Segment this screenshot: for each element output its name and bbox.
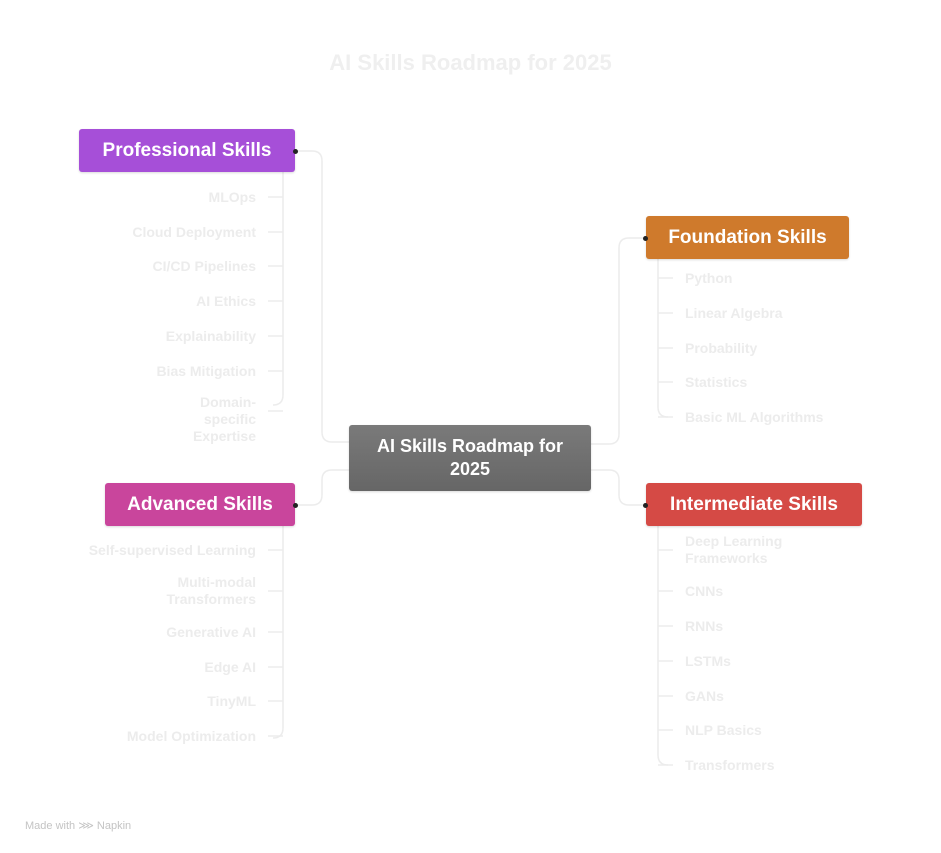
center-line-2: 2025 bbox=[449, 459, 491, 479]
foundation-skill-item: Basic ML Algorithms bbox=[685, 408, 824, 425]
professional-skill-item: Bias Mitigation bbox=[156, 362, 256, 379]
center-node[interactable]: AI Skills Roadmap for 2025 bbox=[349, 425, 591, 491]
connector-dot bbox=[293, 149, 298, 154]
diagram-title: AI Skills Roadmap for 2025 bbox=[329, 50, 612, 75]
connector-dot bbox=[643, 236, 648, 241]
professional-skill-item: Cloud Deployment bbox=[132, 223, 256, 240]
connector-dot bbox=[293, 503, 298, 508]
professional-skill-item: MLOps bbox=[208, 188, 256, 205]
intermediate-skill-item: NLP Basics bbox=[685, 721, 762, 738]
professional-skill-item: Domain-specific Expertise bbox=[192, 394, 256, 444]
advanced-skill-item: Self-supervised Learning bbox=[88, 541, 256, 558]
professional-skills-node[interactable]: Professional Skills bbox=[79, 129, 295, 172]
advanced-skill-item: Edge AI bbox=[204, 658, 256, 675]
intermediate-skill-item: LSTMs bbox=[685, 652, 731, 669]
napkin-logo-icon: ⋙ bbox=[78, 820, 94, 832]
advanced-skill-item: Model Optimization bbox=[126, 727, 256, 744]
foundation-skills-node[interactable]: Foundation Skills bbox=[646, 216, 849, 259]
advanced-skills-node[interactable]: Advanced Skills bbox=[105, 483, 295, 526]
foundation-skill-item: Python bbox=[685, 269, 733, 286]
napkin-brand: Napkin bbox=[96, 820, 132, 832]
professional-skill-item: Explainability bbox=[165, 327, 256, 344]
foundation-skill-item: Statistics bbox=[685, 373, 748, 390]
intermediate-skill-item: CNNs bbox=[685, 582, 724, 599]
professional-skill-item: AI Ethics bbox=[196, 292, 256, 309]
advanced-skill-item: Generative AI bbox=[166, 623, 256, 640]
intermediate-skill-item: Transformers bbox=[685, 756, 775, 773]
foundation-skill-item: Probability bbox=[685, 339, 758, 356]
advanced-skill-item: Multi-modal Transformers bbox=[166, 574, 256, 607]
intermediate-skill-item: Deep Learning Frameworks bbox=[685, 533, 783, 566]
intermediate-skills-node[interactable]: Intermediate Skills bbox=[646, 483, 862, 526]
foundation-skill-item: Linear Algebra bbox=[685, 304, 783, 321]
professional-skill-item: CI/CD Pipelines bbox=[152, 257, 256, 274]
intermediate-skill-item: RNNs bbox=[685, 617, 724, 634]
advanced-skill-item: TinyML bbox=[207, 692, 256, 709]
intermediate-skill-item: GANs bbox=[685, 687, 724, 704]
center-line-1: AI Skills Roadmap for bbox=[376, 436, 564, 456]
made-with-label: Made with bbox=[25, 820, 76, 832]
footer: Made with ⋙ Napkin bbox=[25, 819, 131, 832]
connector-dot bbox=[643, 503, 648, 508]
